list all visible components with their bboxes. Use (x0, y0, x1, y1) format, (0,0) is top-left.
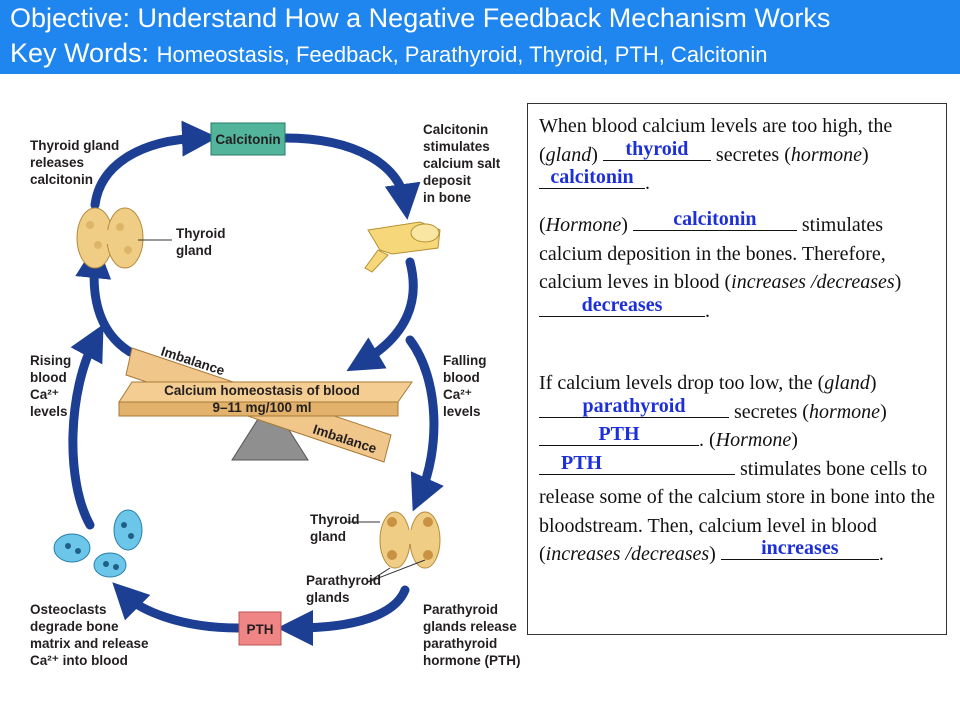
answer-calcitonin-1: calcitonin (550, 166, 634, 188)
pth-box-label: PTH (247, 622, 274, 637)
osteoclasts-image (53, 509, 143, 578)
title-banner: Objective: Understand How a Negative Fee… (0, 0, 960, 74)
keywords-line: Key Words: Homeostasis, Feedback, Parath… (10, 38, 768, 69)
calcitonin-box (210, 122, 286, 156)
parathyroid-release-label: Parathyroid glands release parathyroid h… (423, 602, 521, 668)
homeostasis-seesaw (118, 347, 413, 463)
calcitonin-stimulates-label: Calcitonin stimulates calcium salt depos… (423, 122, 504, 205)
arrow-rising-to-thyroid (75, 242, 135, 357)
parathyroid-gland-image (379, 511, 441, 569)
answer-pth-2: PTH (561, 451, 603, 474)
arrow-imbalance-to-falling (405, 335, 444, 512)
pth-box (238, 611, 282, 646)
paragraph-high-calcium: When blood calcium levels are too high, … (539, 115, 893, 194)
seesaw-range: 9–11 mg/100 ml (212, 400, 311, 415)
answer-blank-level-low: increases (720, 537, 879, 560)
answer-blank-level-high: decreases (539, 293, 705, 317)
answer-blank-hormone-high: calcitonin (539, 166, 645, 189)
falling-calcium-label: Falling blood Ca²⁺ levels (443, 353, 490, 419)
answer-pth-1: PTH (598, 423, 640, 445)
thyroid-releases-calcitonin-label: Thyroid gland releases calcitonin (30, 138, 123, 187)
paragraph-calcitonin-effect: (Hormone) calcitonin stimulates calcium … (539, 208, 902, 322)
thyroid-gland-top-image (76, 207, 144, 269)
answer-blank-gland-high: thyroid (602, 137, 711, 161)
arrow-osteoclasts-to-rising (68, 324, 104, 530)
worksheet-panel: When blood calcium levels are too high, … (527, 103, 947, 635)
arrow-thyroid-to-calcitonin (90, 120, 218, 210)
osteoclasts-label: Osteoclasts degrade bone matrix and rele… (30, 602, 152, 668)
answer-blank-hormone-bone: PTH (539, 451, 735, 475)
answer-blank-hormone-effect: calcitonin (632, 208, 797, 231)
answer-parathyroid: parathyroid (582, 394, 686, 417)
calcium-homeostasis-diagram: Calcitonin PTH Imbalance Imbalance Calci… (30, 120, 521, 668)
keywords-list: Homeostasis, Feedback, Parathyroid, Thyr… (156, 42, 768, 67)
answer-calcitonin-2: calcitonin (673, 208, 757, 230)
answer-increases: increases (761, 537, 839, 559)
keywords-label: Key Words: (10, 38, 150, 68)
thyroid-gland-label-bottom: Thyroid gland (310, 512, 363, 544)
rising-calcium-label: Rising blood Ca²⁺ levels (30, 353, 75, 419)
arrow-parathyroid-to-pth (277, 585, 410, 646)
answer-blank-hormone-low: PTH (539, 423, 699, 446)
calcitonin-box-label: Calcitonin (215, 132, 280, 147)
seesaw-title: Calcium homeostasis of blood (164, 383, 360, 398)
bone-image (364, 221, 441, 273)
arrow-calcitonin-to-bone (280, 133, 421, 220)
thyroid-gland-label-top: Thyroid gland (176, 226, 229, 258)
arrow-bone-to-homeostasis (346, 257, 418, 372)
answer-decreases: decreases (581, 293, 663, 316)
parathyroid-glands-label: Parathyroid glands (306, 573, 385, 605)
paragraph-low-calcium: If calcium levels drop too low, the (gla… (539, 372, 935, 565)
arrow-pth-to-osteoclasts (112, 582, 243, 633)
answer-thyroid: thyroid (625, 137, 689, 160)
answer-blank-gland-low: parathyroid (539, 394, 729, 418)
objective-text: Objective: Understand How a Negative Fee… (10, 3, 831, 33)
